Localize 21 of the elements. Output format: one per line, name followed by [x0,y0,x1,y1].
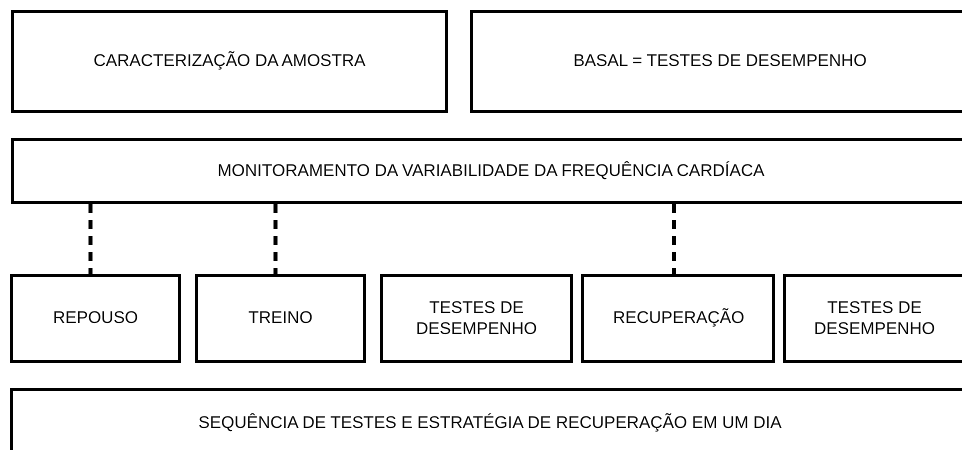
process-box [195,274,366,363]
box-label: RECUPERAÇÃO [613,308,743,329]
box-label: REPOUSO [52,308,138,329]
process-box [380,274,573,363]
process-box [783,274,962,363]
dashed-connector [672,204,676,274]
box-label: TREINO [248,308,313,329]
box-label: TESTES DE DESEMPENHO [415,298,538,339]
box-label: MONITORAMENTO DA VARIABILIDADE DA FREQUÊNCIA CARDÍACA [218,160,764,182]
dashed-connector [274,204,278,274]
process-box [470,10,962,113]
process-box [11,138,962,204]
process-box [11,10,448,113]
process-box [10,274,181,363]
process-box [10,388,962,450]
dashed-connector [88,204,92,274]
box-label: CARACTERIZAÇÃO DA AMOSTRA [93,51,366,72]
box-label: BASAL = TESTES DE DESEMPENHO [573,51,867,72]
box-label: SEQUÊNCIA DE TESTES E ESTRATÉGIA DE RECUPERAÇÃO EM UM DIA [198,412,782,434]
process-box [581,274,775,363]
box-label: TESTES DE DESEMPENHO [813,298,936,339]
